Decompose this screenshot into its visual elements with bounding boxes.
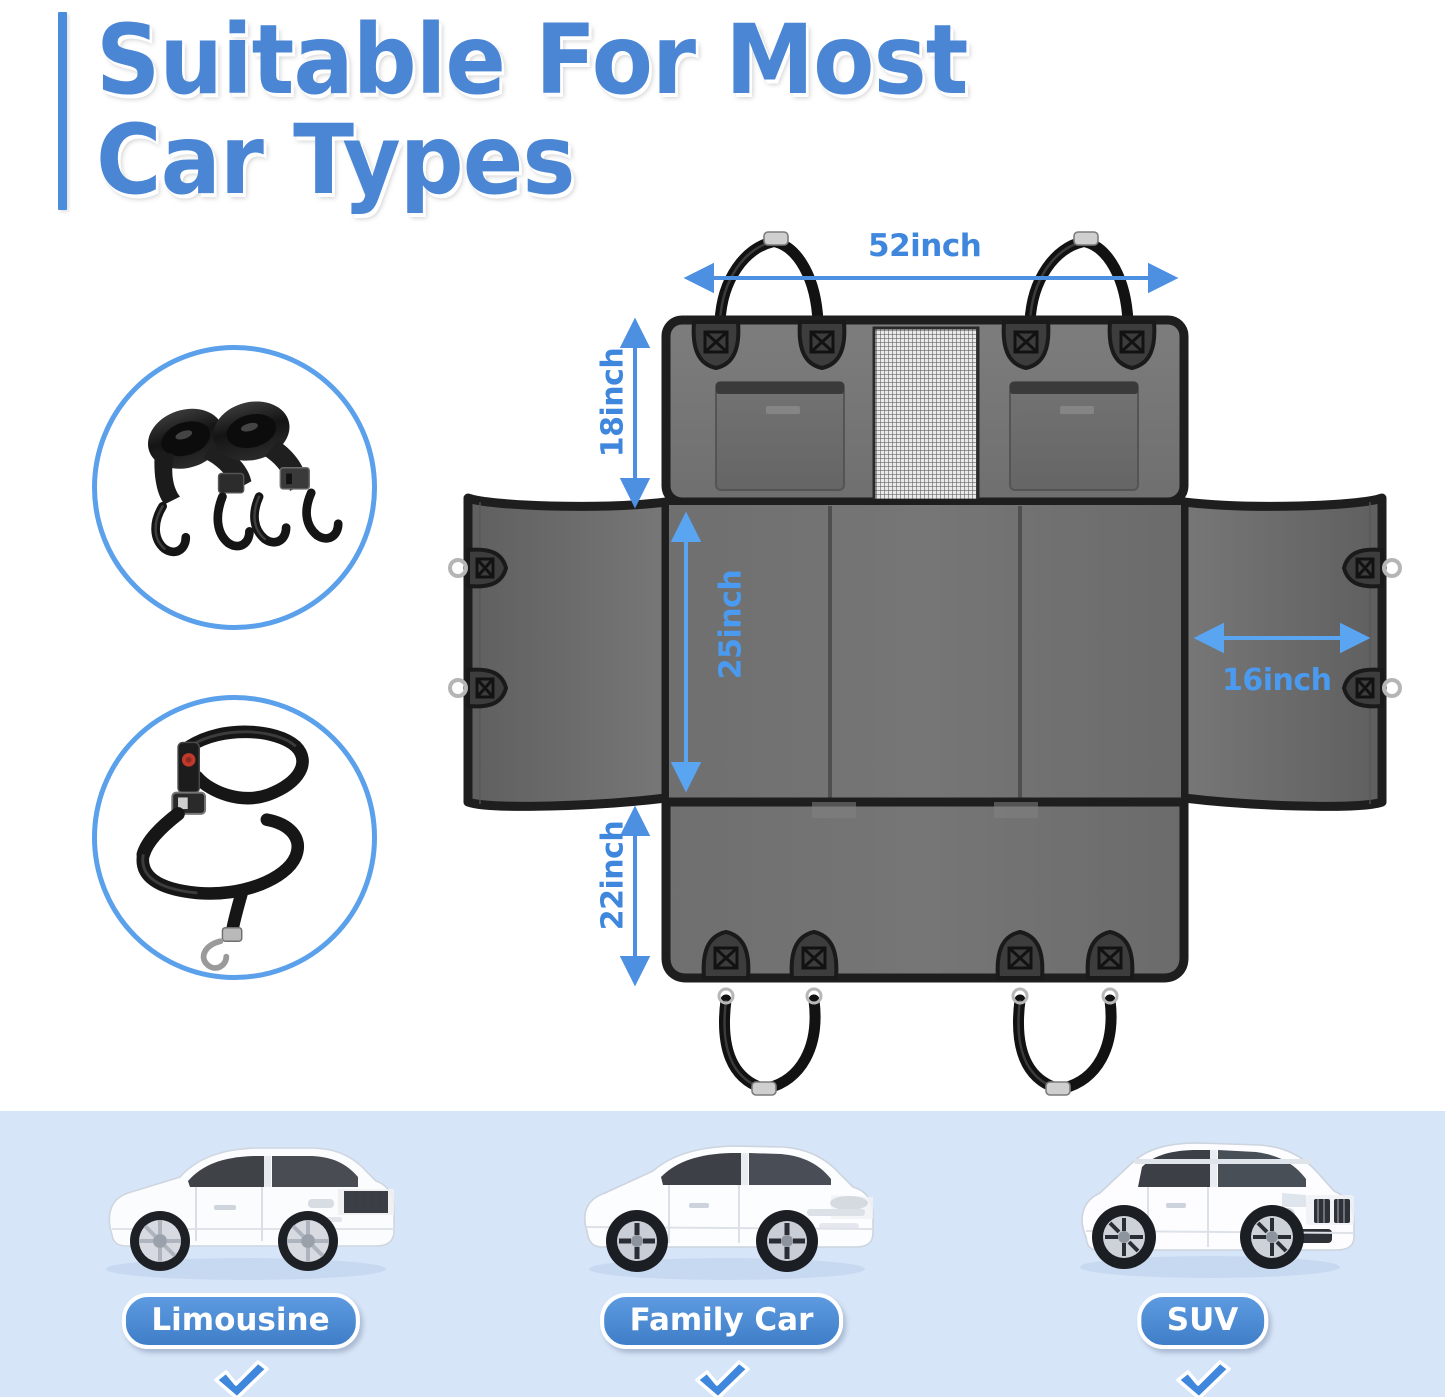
x-stitched-anchor-tabs — [448, 320, 1402, 980]
adjustable-straps-icon — [147, 401, 343, 557]
dimension-label-width-total: 52inch — [868, 228, 982, 264]
car-type-badge-family-car[interactable]: Family Car — [599, 1293, 844, 1349]
car-type-family-car: Family Car — [481, 1111, 962, 1397]
white-midsize-sedan-image — [583, 1145, 874, 1280]
dimension-label-side-flap-width: 16inch — [1222, 663, 1332, 698]
accessory-inset-straps — [92, 345, 377, 630]
dimension-label-backrest-height: 18inch — [595, 347, 631, 458]
backrest-panel — [661, 315, 1189, 510]
dimension-arrows — [619, 262, 1371, 987]
white-suv-image — [1079, 1142, 1355, 1278]
front-drop-panel — [661, 797, 1189, 983]
car-type-badge-suv[interactable]: SUV — [1136, 1293, 1269, 1349]
accessory-inset-seatbelt-leash — [92, 695, 377, 980]
storage-pocket-right — [1009, 381, 1139, 491]
bottom-anchor-straps — [719, 994, 1117, 1094]
car-type-limousine: Limousine — [0, 1111, 481, 1397]
mesh-window — [874, 328, 978, 508]
title-accent-bar — [58, 12, 67, 210]
storage-pocket-left — [715, 381, 845, 491]
check-icon-suv — [1175, 1360, 1231, 1397]
white-luxury-sedan-image — [105, 1147, 395, 1280]
dimension-label-seat-depth: 25inch — [713, 569, 749, 680]
product-diagram — [420, 210, 1430, 1100]
car-types-band: Limousine — [0, 1108, 1445, 1397]
dog-seatbelt-tether-icon — [136, 725, 309, 971]
title-line-2: Car Types — [96, 104, 576, 216]
car-type-badge-limousine[interactable]: Limousine — [121, 1293, 360, 1349]
title-line-1: Suitable For Most — [96, 4, 968, 116]
check-icon-family-car — [694, 1360, 750, 1397]
seat-cover-illustration — [448, 231, 1402, 1096]
check-icon-limousine — [213, 1360, 269, 1397]
side-flap-left — [463, 493, 671, 811]
dimension-label-front-drop: 22inch — [595, 820, 631, 931]
car-type-suv: SUV — [962, 1111, 1443, 1397]
side-flap-right — [1179, 493, 1387, 811]
bottom-strap-clips — [717, 987, 1119, 1096]
page-title: Suitable For Most Car Types — [58, 8, 1158, 218]
